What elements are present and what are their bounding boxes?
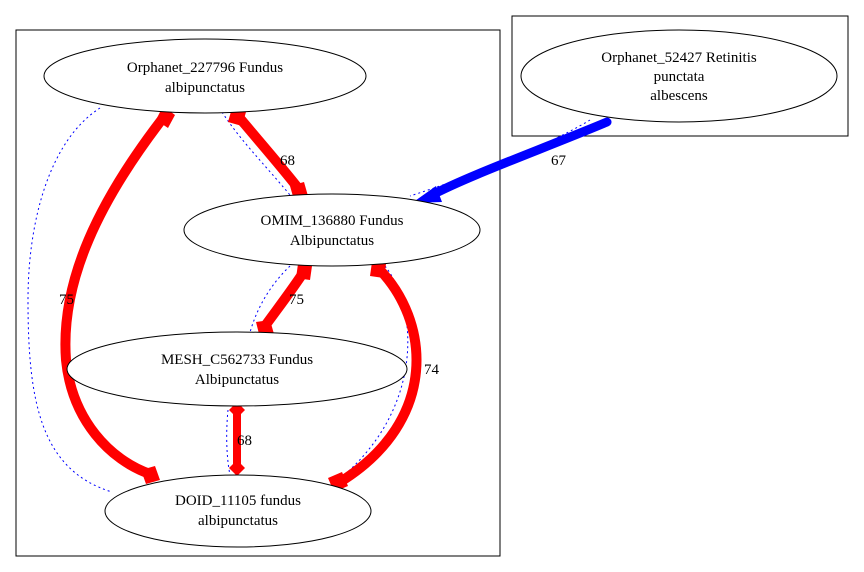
dotted-link-mesh-doid [226, 409, 231, 476]
node-mesh-c562733-shape[interactable] [66, 331, 408, 407]
cluster-left [15, 29, 501, 557]
node-label-line: albipunctatus [198, 513, 278, 529]
node-label-line: DOID_11105 fundus [175, 493, 301, 509]
edge-label-omim-mesh: 75 [289, 292, 304, 308]
node-doid-11105[interactable]: DOID_11105 fundus albipunctatus [104, 474, 372, 548]
node-label-line: albipunctatus [165, 80, 245, 96]
edge-omim-doid [335, 263, 422, 487]
node-mesh-c562733[interactable]: MESH_C562733 Fundus Albipunctatus [66, 331, 408, 407]
node-doid-11105-shape[interactable] [104, 474, 372, 548]
node-orphanet-227796-shape[interactable] [43, 38, 367, 114]
edge-label-mesh-doid: 68 [237, 433, 252, 449]
node-orphanet-52427[interactable]: Orphanet_52427 Retinitis punctata albesc… [520, 29, 838, 123]
marker-mesh-doid-end [229, 460, 245, 476]
dotted-link-omim-mesh [247, 265, 291, 341]
node-omim-136880[interactable]: OMIM_136880 Fundus Albipunctatus [183, 193, 481, 267]
marker-omim-doid-start [370, 262, 386, 278]
node-label-line: Albipunctatus [290, 233, 374, 249]
marker-omim-mesh-start [296, 264, 312, 280]
dotted-links [27, 107, 591, 493]
cluster-right [511, 15, 849, 137]
node-label-line: Orphanet_227796 Fundus [127, 60, 283, 76]
dotted-link-orphanet-doid [27, 107, 113, 493]
edge-label-orphanet-omim: 68 [280, 153, 295, 169]
node-label-line: albescens [650, 88, 708, 104]
node-orphanet-227796[interactable]: Orphanet_227796 Fundus albipunctatus [43, 38, 367, 114]
edge-orphanet-omim [233, 111, 303, 193]
edge-orphanet52427-omim-arrowhead [412, 186, 442, 203]
edge-label-orphanet52427-omim: 67 [551, 153, 567, 169]
node-label-line: punctata [654, 69, 705, 85]
dotted-link-orphanet52427-omim [409, 119, 591, 197]
node-label-line: OMIM_136880 Fundus [261, 213, 404, 229]
node-orphanet-52427-shape[interactable] [520, 29, 838, 123]
edge-orphanet52427-omim [425, 117, 612, 201]
dotted-link-orphanet-omim [221, 111, 291, 196]
node-omim-136880-shape[interactable] [183, 193, 481, 267]
node-label-line: Albipunctatus [195, 372, 279, 388]
edge-label-orphanet-doid: 75 [59, 292, 74, 308]
edge-orphanet-doid [60, 113, 168, 479]
node-label-line: Orphanet_52427 Retinitis [601, 50, 757, 66]
marker-orphanet-doid-end [141, 466, 160, 484]
edge-label-omim-doid: 74 [424, 362, 440, 378]
node-label-line: MESH_C562733 Fundus [161, 352, 313, 368]
red-edges [60, 111, 422, 487]
